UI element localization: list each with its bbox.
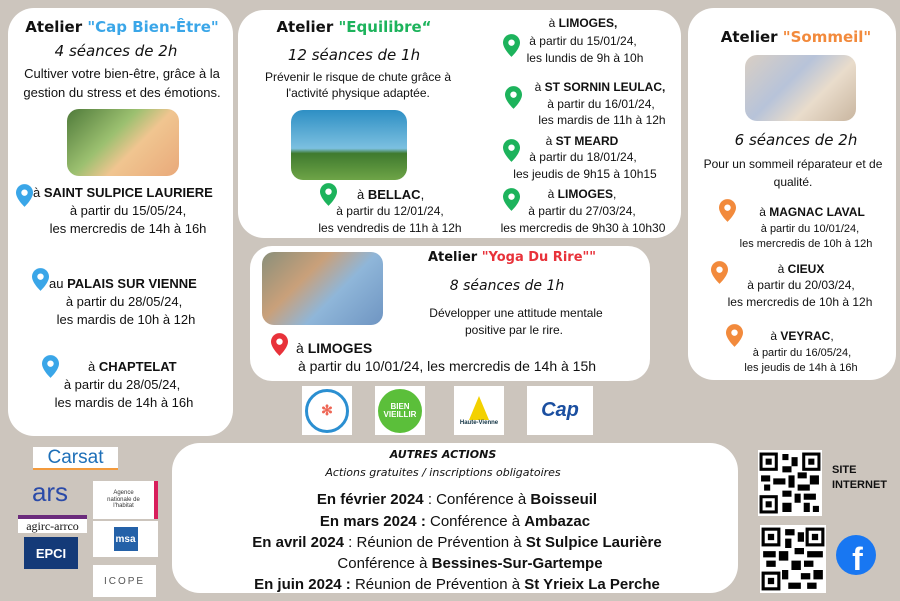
- yoga-loc-schedule: à partir du 10/01/24, les mercredis de 1…: [297, 358, 597, 374]
- logo-agirc-arrco: agirc-arrco: [18, 515, 87, 533]
- location-pin-icon: [42, 355, 59, 378]
- yoga-title: Atelier "Yoga Du Rire"": [427, 250, 597, 265]
- equilibre-loc-5-name: à LIMOGES,: [547, 187, 617, 201]
- equilibre-photo: [291, 110, 407, 180]
- cap-loc-2-name: au PALAIS SUR VIENNE: [49, 276, 197, 291]
- location-pin-icon: [503, 139, 520, 162]
- sommeil-loc-3-schedule: les jeudis de 14h à 16h: [744, 362, 858, 374]
- equilibre-title: Atelier "Equilibre“: [276, 18, 432, 36]
- logo-msa: msa: [93, 521, 158, 557]
- logo-conference-financeurs: ✻: [302, 386, 352, 435]
- facebook-icon[interactable]: f: [836, 535, 876, 575]
- autres-title: AUTRES ACTIONS: [389, 448, 497, 461]
- sommeil-loc-1-schedule: les mercredis de 10h à 12h: [739, 238, 873, 250]
- cap-loc-3-schedule: les mardis de 14h à 16h: [54, 395, 194, 410]
- equilibre-loc-3-start: à partir du 16/01/24,: [547, 97, 655, 111]
- location-pin-icon: [16, 184, 33, 207]
- cap-photo: [67, 109, 179, 176]
- equilibre-loc-5-start: à partir du 27/03/24,: [528, 204, 636, 218]
- location-pin-icon: [32, 268, 49, 291]
- location-pin-icon: [719, 199, 736, 222]
- sommeil-loc-2-schedule: les mercredis de 10h à 12h: [727, 295, 873, 309]
- equilibre-loc-2-start: à partir du 15/01/24,: [529, 34, 637, 48]
- location-pin-icon: [726, 324, 743, 347]
- equilibre-sessions: 12 séances de 1h: [287, 46, 421, 64]
- sommeil-loc-2-name: à CIEUX: [777, 262, 825, 276]
- logo-haute-vienne: Haute-Vienne: [454, 386, 504, 435]
- sommeil-loc-3-start: à partir du 16/05/24,: [752, 347, 852, 359]
- logo-bien-vieillir: BIEN VIEILLIR: [375, 386, 425, 435]
- autres-line-1: En février 2024 : Conférence à Boisseuil: [316, 491, 598, 508]
- sommeil-sessions: 6 séances de 2h: [734, 131, 858, 149]
- location-pin-icon: [711, 261, 728, 284]
- sommeil-loc-1-start: à partir du 10/01/24,: [760, 223, 860, 235]
- location-pin-icon: [271, 333, 288, 356]
- logo-cap: Cap: [527, 386, 593, 435]
- equilibre-loc-2-name: à LIMOGES,: [548, 16, 618, 30]
- logo-ars: ars: [31, 478, 69, 507]
- sommeil-loc-2-start: à partir du 20/03/24,: [747, 278, 855, 292]
- cap-loc-2-schedule: les mardis de 10h à 12h: [56, 312, 196, 327]
- yoga-desc-1: Développer une attitude mentale: [429, 306, 603, 320]
- sommeil-loc-1-name: à MAGNAC LAVAL: [759, 205, 865, 219]
- location-pin-icon: [505, 86, 522, 109]
- sommeil-loc-3-name: à VEYRAC,: [770, 329, 834, 343]
- equilibre-loc-1-start: à partir du 12/01/24,: [336, 204, 444, 218]
- logo-anah: Agence nationale de l'habitat: [93, 481, 158, 519]
- cap-loc-2-start: à partir du 28/05/24,: [65, 294, 183, 309]
- equilibre-loc-4-name: à ST MEARD: [545, 134, 619, 148]
- equilibre-loc-4-start: à partir du 18/01/24,: [529, 150, 637, 164]
- equilibre-loc-1-name: à BELLAC,: [357, 187, 425, 202]
- yoga-photo: [262, 252, 383, 325]
- cap-loc-1-schedule: les mercredis de 14h à 16h: [49, 221, 207, 236]
- equilibre-desc-1: Prévenir le risque de chute grâce à: [264, 70, 452, 84]
- logo-epci: EPCI: [24, 537, 78, 569]
- card-autres-actions: [172, 443, 738, 593]
- yoga-loc-name: à LIMOGES: [296, 340, 373, 356]
- autres-line-4: Conférence à Bessines-Sur-Gartempe: [337, 555, 603, 572]
- cap-loc-3-name: à CHAPTELAT: [88, 359, 177, 374]
- sommeil-desc-1: Pour un sommeil réparateur et de: [703, 157, 883, 171]
- cap-loc-1-name: à SAINT SULPICE LAURIERE: [33, 185, 213, 200]
- cap-loc-1-start: à partir du 15/05/24,: [69, 203, 187, 218]
- site-internet-label: SITE INTERNET: [832, 464, 887, 491]
- location-pin-icon: [503, 188, 520, 211]
- equilibre-loc-3-name: à ST SORNIN LEULAC,: [534, 80, 666, 94]
- logo-icope: ICOPE: [93, 565, 156, 597]
- autres-line-5: En juin 2024 : Réunion de Prévention à S…: [254, 576, 660, 593]
- autres-line-2: En mars 2024 : Conférence à Ambazac: [319, 513, 591, 530]
- equilibre-loc-3-schedule: les mardis de 11h à 12h: [538, 113, 666, 127]
- cap-loc-3-start: à partir du 28/05/24,: [63, 377, 181, 392]
- equilibre-loc-5-schedule: les mercredis de 9h30 à 10h30: [500, 221, 666, 235]
- autres-line-3: En avril 2024 : Réunion de Prévention à …: [252, 534, 662, 551]
- yoga-sessions: 8 séances de 1h: [449, 278, 565, 294]
- equilibre-loc-1-schedule: les vendredis de 11h à 12h: [318, 221, 462, 235]
- qr-code-site-internet[interactable]: [758, 450, 822, 516]
- autres-subtitle: Actions gratuites / inscriptions obligat…: [325, 466, 561, 479]
- equilibre-desc-2: l'activité physique adaptée.: [286, 86, 430, 100]
- sommeil-title: Atelier "Sommeil": [720, 28, 872, 46]
- cap-sessions: 4 séances de 2h: [54, 42, 178, 60]
- cap-desc-1: Cultiver votre bien-être, grâce à la: [24, 66, 220, 81]
- location-pin-icon: [320, 183, 337, 206]
- logo-carsat: Carsat: [33, 447, 118, 470]
- sommeil-desc-2: qualité.: [773, 175, 813, 189]
- sommeil-photo: [745, 55, 856, 121]
- equilibre-loc-4-schedule: les jeudis de 9h15 à 10h15: [513, 167, 657, 181]
- location-pin-icon: [503, 34, 520, 57]
- cap-title: Atelier "Cap Bien-Être": [25, 18, 219, 36]
- equilibre-loc-2-schedule: les lundis de 9h à 10h: [526, 51, 644, 65]
- qr-code-facebook[interactable]: [760, 525, 826, 593]
- cap-desc-2: gestion du stress et des émotions.: [23, 85, 221, 100]
- yoga-desc-2: positive par le rire.: [464, 323, 564, 337]
